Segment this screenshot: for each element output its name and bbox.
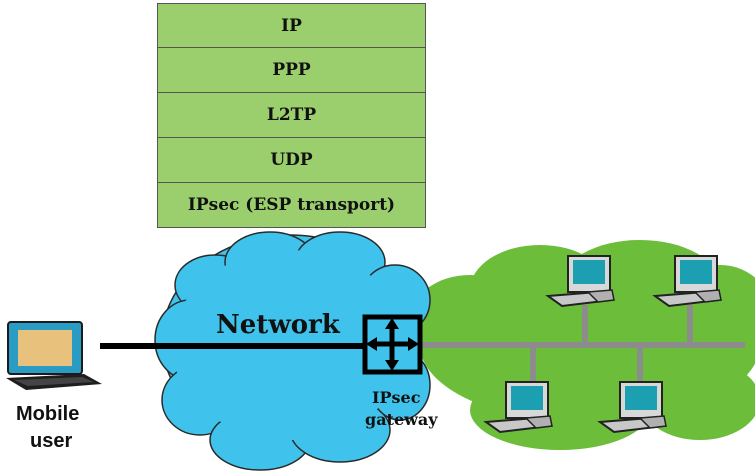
gateway-label-line2: gateway bbox=[365, 410, 438, 429]
stack-layer-udp: UDP bbox=[157, 138, 426, 183]
computer-icon bbox=[652, 255, 723, 308]
computer-icon bbox=[483, 381, 554, 434]
stack-layer-ip: IP bbox=[157, 3, 426, 48]
ipsec-gateway-icon bbox=[362, 314, 423, 375]
protocol-stack: IP PPP L2TP UDP IPsec (ESP transport) bbox=[157, 3, 426, 228]
stack-layer-ppp: PPP bbox=[157, 48, 426, 93]
stack-layer-ipsec: IPsec (ESP transport) bbox=[157, 183, 426, 228]
computer-icon bbox=[597, 381, 668, 434]
laptop-icon bbox=[6, 321, 102, 390]
mobile-user-label-line1: Mobile bbox=[16, 403, 80, 425]
mobile-user-label-line2: user bbox=[30, 430, 73, 452]
computer-icon bbox=[545, 255, 616, 308]
gateway-label-line1: IPsec bbox=[372, 388, 421, 407]
stack-layer-l2tp: L2TP bbox=[157, 93, 426, 138]
network-label: Network bbox=[216, 310, 340, 340]
lan-links bbox=[420, 305, 745, 390]
